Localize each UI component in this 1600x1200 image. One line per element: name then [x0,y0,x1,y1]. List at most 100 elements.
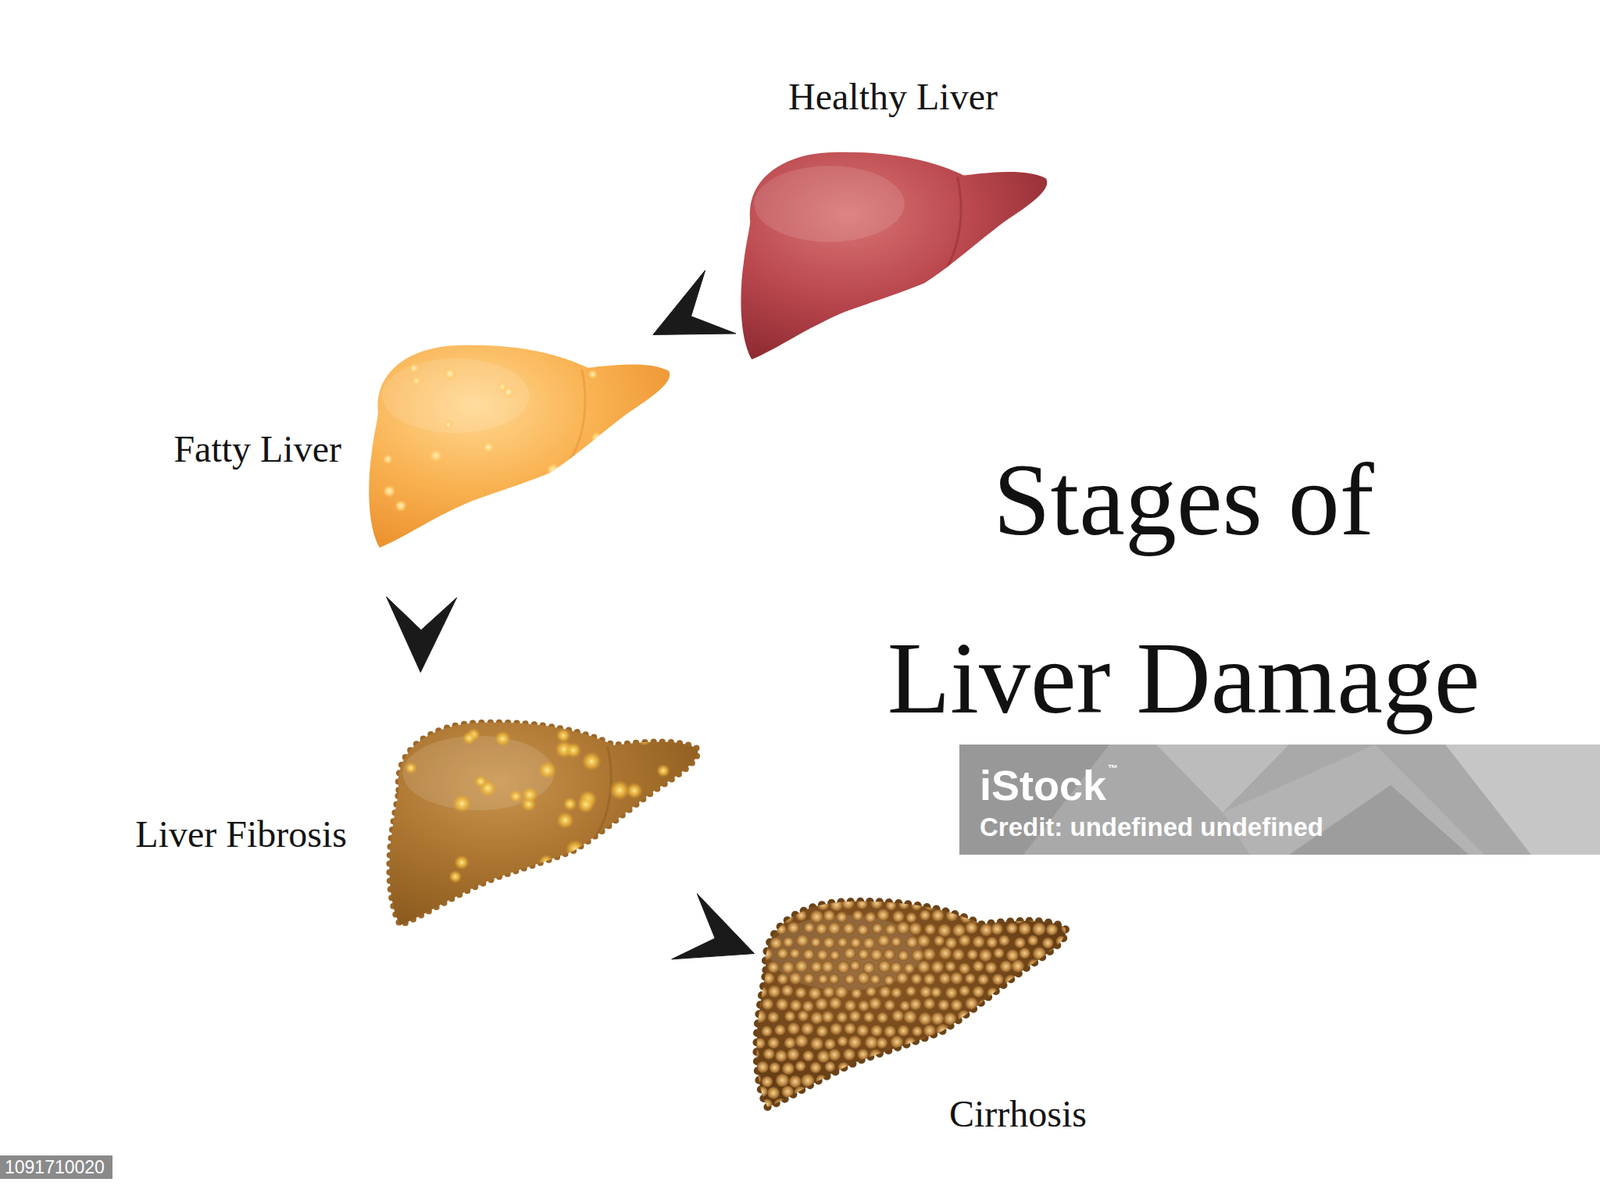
liver-spot [852,910,864,922]
liver-spot [808,986,822,1000]
liver-spot [538,854,554,870]
liver-spot [985,961,997,974]
liver-spot [917,934,930,947]
liver-spot [910,1098,925,1112]
liver-spot [950,999,963,1011]
liver-spot [870,948,883,961]
liver-spot [587,369,598,380]
liver-spot [904,1037,917,1050]
liver-spot [810,1061,822,1073]
liver-spot [836,960,850,975]
liver-spot [965,921,979,934]
liver-spot [993,999,1006,1011]
liver-spot [1041,1062,1054,1074]
liver-spot [890,987,902,999]
liver-spot [1000,960,1012,972]
liver-spot [924,899,936,911]
liver-spot [775,1050,787,1062]
liver-spot [857,971,871,986]
liver-spot [857,948,870,961]
liver-spot [1054,961,1067,973]
liver-spot [938,999,950,1011]
stage-arrow [671,893,755,960]
liver-spot [789,971,802,985]
liver-spot [986,1060,999,1073]
liver-spot [754,911,768,925]
liver-spot [931,960,944,974]
liver-spot [978,949,992,962]
liver-spot [810,936,822,947]
liver-spot [857,924,869,936]
liver-spot [774,1024,786,1036]
liver-spot [1054,910,1067,922]
liver-spot [817,1050,830,1064]
liver-spot [951,898,965,912]
liver-spot [404,761,418,775]
liver-spot [978,999,991,1012]
liver-spot [844,1000,857,1012]
liver-spot [821,1010,834,1023]
liver-spot [1060,999,1072,1011]
liver-spot [932,1085,946,1098]
liver-spot [870,896,883,909]
liver-spot [803,921,815,933]
liver-spot [1005,998,1018,1011]
liver-spot [909,998,922,1011]
liver-spot [850,988,862,1000]
liver-spot [781,984,793,997]
liver-spot [1056,935,1067,947]
liver-spot [767,1011,780,1023]
liver-spot [871,922,883,934]
liver-spot [582,751,602,772]
liver-spot [777,973,789,985]
liver-spot [746,1023,758,1034]
liver-spot [1001,1035,1014,1048]
liver-spot [815,922,829,935]
liver-spot [594,884,611,900]
liver-spot [795,986,808,998]
liver-stage-node: Cirrhosis [750,897,1087,1137]
liver-spot [857,898,868,910]
liver-spot [958,962,971,974]
liver-spot [801,1074,815,1088]
liver-spot [782,1062,795,1075]
liver-spot [784,1037,797,1049]
liver-spot [762,972,775,985]
liver-spot [784,1010,796,1022]
liver-stage-node: Liver Fibrosis [135,718,702,929]
liver-spot [462,731,477,745]
liver-spot [917,1063,929,1075]
liver-spot [1048,897,1060,908]
liver-spot [992,973,1004,985]
liver-spot [906,912,918,923]
liver-bumpy-edge [756,901,1066,1108]
liver-spot [474,775,488,789]
liver-spot [428,448,443,463]
liver-spot [829,1022,843,1035]
liver-spot [817,974,829,985]
liver-spot [496,382,508,393]
liver-spot [625,782,643,800]
liver-spot [411,375,422,386]
liver-spot [865,985,877,997]
stage-label: Liver Fibrosis [135,811,347,858]
liver-spot [796,934,810,947]
liver-spot [821,960,834,973]
liver-spot [957,1010,971,1022]
liver-spot [884,1100,897,1111]
liver-stage-node: Fatty Liver [173,341,674,551]
liver-spot [998,985,1011,998]
liver-spot [1019,1075,1030,1086]
liver-spot [992,1073,1006,1086]
liver-spot [775,897,787,909]
liver-spot [965,1075,976,1086]
watermark-facet [1445,744,1600,855]
liver-highlight [770,914,922,991]
liver-spot [803,972,815,984]
liver-spot [892,1060,906,1074]
liver-spot [1032,1051,1044,1062]
liver-spot [810,1088,822,1099]
liver-spot [1014,937,1026,949]
liver-highlight [403,735,555,811]
liver-spot [768,910,783,923]
